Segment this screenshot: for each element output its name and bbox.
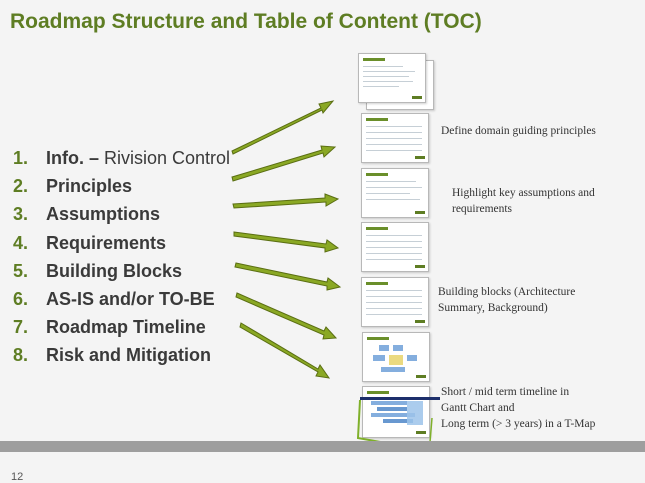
- arrow-7: [239, 322, 331, 379]
- footer-background: [0, 452, 645, 483]
- note-timeline: Short / mid term timeline in Gantt Chart…: [441, 384, 595, 432]
- slide-thumbnail: [358, 53, 426, 103]
- toc-item: 3. Assumptions: [13, 200, 230, 228]
- arrow-4: [233, 231, 340, 253]
- footer-bar: [0, 441, 645, 452]
- arrow-6: [235, 292, 338, 340]
- toc-number: 2.: [13, 176, 29, 197]
- toc-label: Info. –: [46, 148, 99, 168]
- page-number: 12: [11, 471, 24, 483]
- note-line: Long term (> 3 years) in a T-Map: [441, 418, 596, 430]
- note-line: requirements: [452, 203, 513, 215]
- note-line: Gantt Chart and: [441, 402, 515, 414]
- arrow-3: [232, 193, 340, 209]
- note-line: Define domain guiding principles: [441, 125, 596, 137]
- toc-number: 1.: [13, 148, 29, 168]
- toc-label: Principles: [46, 176, 133, 197]
- toc-item: 2. Principles: [13, 172, 230, 200]
- toc-item: 4. Requirements: [13, 229, 230, 257]
- toc-item: 1. Info. – Rivision Control: [13, 144, 230, 172]
- toc-sublabel: Rivision Control: [99, 148, 231, 168]
- note-line: Highlight key assumptions and: [452, 187, 595, 199]
- slide-title: Roadmap Structure and Table of Content (…: [10, 10, 482, 33]
- toc-number: 3.: [13, 204, 29, 225]
- toc-label: Requirements: [46, 232, 167, 253]
- note-assumptions: Highlight key assumptions and requiremen…: [452, 185, 595, 217]
- slide-thumbnail: [361, 222, 429, 272]
- slide-thumbnail: [362, 332, 430, 382]
- arrow-1: [231, 100, 335, 155]
- toc-number: 6.: [13, 288, 29, 309]
- toc-label: Assumptions: [46, 204, 161, 225]
- toc-number: 5.: [13, 260, 29, 281]
- slide-thumbnail: [361, 277, 429, 327]
- toc-item: 5. Building Blocks: [13, 257, 230, 285]
- toc-label: Risk and Mitigation: [46, 345, 212, 366]
- highlight-bar: [360, 397, 440, 400]
- toc-number: 8.: [13, 345, 29, 366]
- note-line: Short / mid term timeline in: [441, 386, 570, 398]
- slide-thumbnail: [362, 386, 430, 438]
- note-line: Summary, Background): [438, 302, 548, 314]
- slide-thumbnail: [361, 113, 429, 163]
- toc-label: AS-IS and/or TO-BE: [46, 288, 215, 309]
- note-building-blocks: Building blocks (Architecture Summary, B…: [438, 284, 575, 316]
- toc-list: 1.Info. – Rivision Control 2.Principles …: [13, 144, 230, 370]
- toc-number: 4.: [13, 232, 29, 253]
- slide-thumbnail: [361, 168, 429, 218]
- toc-label: Building Blocks: [46, 260, 183, 281]
- arrow-5: [234, 262, 342, 291]
- toc-item: 6. AS-IS and/or TO-BE: [13, 285, 230, 313]
- note-principles: Define domain guiding principles: [441, 123, 596, 139]
- toc-item: 7. Roadmap Timeline: [13, 313, 230, 341]
- note-line: Building blocks (Architecture: [438, 286, 576, 298]
- toc-label: Roadmap Timeline: [46, 317, 206, 338]
- toc-item: 8. Risk and Mitigation: [13, 341, 230, 369]
- arrow-2: [231, 145, 337, 182]
- toc-number: 7.: [13, 317, 29, 338]
